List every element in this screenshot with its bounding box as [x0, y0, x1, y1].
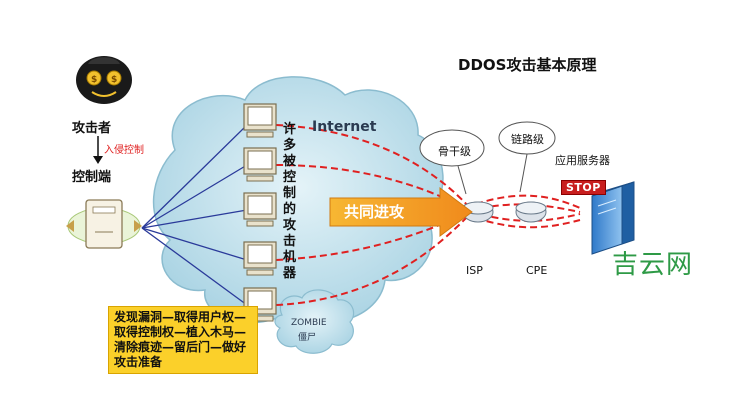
- backbone-label: 骨干级: [438, 145, 471, 158]
- controller-label: 控制端: [72, 170, 112, 185]
- machines-label: 许多被控制的攻击机器: [283, 122, 297, 281]
- cpe-label: CPE: [526, 264, 548, 277]
- isp-label: ISP: [466, 264, 483, 277]
- joint-attack-arrow: [329, 187, 473, 237]
- attacker-label: 攻击者: [72, 121, 112, 136]
- svg-text:$: $: [111, 75, 117, 85]
- attack-machine: [243, 147, 277, 182]
- svg-text:$: $: [91, 75, 97, 85]
- cpe-router: [515, 201, 547, 223]
- zombie-cn-label: 僵尸: [298, 333, 317, 343]
- internet-label: Internet: [312, 119, 377, 135]
- watermark: 吉云网: [612, 250, 694, 280]
- isp-router: [462, 201, 494, 223]
- control-lines: [141, 124, 248, 306]
- attack-steps-note: 发现漏洞—取得用户权—取得控制权—植入木马—清除痕迹—留后门—做好攻击准备: [108, 306, 258, 374]
- attack-machine: [243, 192, 277, 227]
- attack-machine: [243, 103, 277, 138]
- attacker-icon: $ $: [76, 56, 132, 104]
- intrusion-label: 入侵控制: [104, 145, 144, 156]
- stop-sign: STOP: [561, 180, 606, 195]
- controller-icon: [66, 199, 142, 249]
- link-level-bubble: [498, 121, 556, 193]
- backbone-bubble: [419, 129, 485, 195]
- link-level-label: 链路级: [511, 133, 544, 146]
- diagram-title: DDOS攻击基本原理: [458, 56, 597, 74]
- internet-cloud: [152, 76, 444, 324]
- attacker-to-controller-arrow: [93, 136, 103, 164]
- attack-machine: [243, 241, 277, 276]
- joint-attack-label: 共同进攻: [344, 203, 405, 221]
- app-server-label: 应用服务器: [555, 154, 610, 167]
- attack-machines: [243, 103, 277, 322]
- zombie-cloud: [274, 289, 355, 354]
- zombie-label: ZOMBIE: [291, 318, 327, 328]
